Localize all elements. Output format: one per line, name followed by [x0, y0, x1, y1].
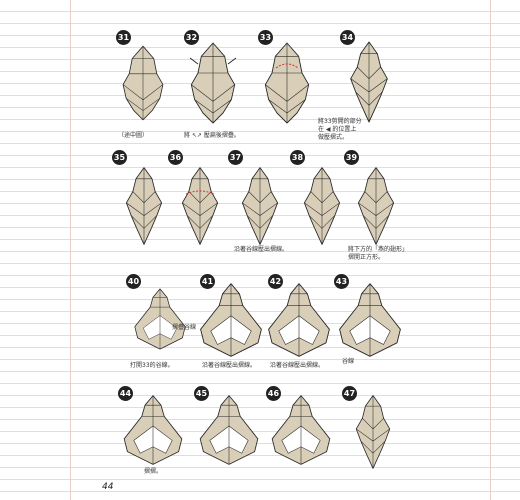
step-badge: 31: [116, 30, 131, 45]
step-caption: 摺摺。: [144, 468, 163, 475]
step-badge: 44: [118, 386, 133, 401]
step-badge: 33: [258, 30, 273, 45]
step-caption: （途中圖）: [118, 132, 149, 139]
step-badge: 45: [194, 386, 209, 401]
step-badge: 39: [344, 150, 359, 165]
step-caption: 將33剪開的部分 在 ◀ 的位置上 做壓摺式。: [318, 118, 362, 141]
diagram-step-46: [266, 394, 336, 466]
step-caption: 沿著谷線壓出摺線。: [270, 362, 325, 369]
valley-fold-note: 摺疊谷線: [172, 324, 197, 331]
step-badge: 32: [184, 30, 199, 45]
diagram-step-40: [132, 282, 188, 356]
step-caption: 沿著谷線壓出摺線。: [234, 246, 289, 253]
diagram-step-34: [344, 38, 394, 126]
diagram-step-43: [334, 282, 406, 358]
step-badge: 47: [342, 386, 357, 401]
diagram-step-38: [298, 158, 346, 254]
diagram-step-36: [176, 158, 224, 254]
right-margin-line: [490, 0, 491, 500]
step-badge: 41: [200, 274, 215, 289]
step-caption: 沿著谷線壓出摺線。: [202, 362, 257, 369]
step-badge: 43: [334, 274, 349, 289]
step-badge: 46: [266, 386, 281, 401]
arrow-icon: [189, 57, 237, 65]
diagram-step-31: [120, 38, 166, 128]
step-badge: 35: [112, 150, 127, 165]
step-badge: 40: [126, 274, 141, 289]
diagram-step-35: [120, 158, 168, 254]
diagram-step-42: [264, 282, 334, 358]
step-caption: 打開33的谷線。: [130, 362, 174, 369]
step-badge: 42: [268, 274, 283, 289]
step-caption: 將 ↖↗ 壓扁後摺疊。: [184, 132, 240, 139]
diagram-step-44: [118, 394, 188, 466]
diagram-step-32: [189, 38, 237, 128]
page-number: 44: [102, 482, 114, 492]
diagram-step-47: [350, 394, 396, 470]
valley-line-label: 谷線: [342, 358, 355, 365]
step-badge: 37: [228, 150, 243, 165]
step-badge: 36: [168, 150, 183, 165]
left-margin-line: [70, 0, 71, 500]
step-caption: 將下方的「燕的翅形」 摺開正方形。: [348, 246, 409, 261]
diagram-step-41: [196, 282, 266, 358]
diagram-step-37: [236, 158, 284, 254]
diagram-step-33: [262, 38, 312, 128]
step-badge: 34: [340, 30, 355, 45]
step-badge: 38: [290, 150, 305, 165]
diagram-step-45: [194, 394, 264, 466]
diagram-step-39: [352, 158, 400, 254]
